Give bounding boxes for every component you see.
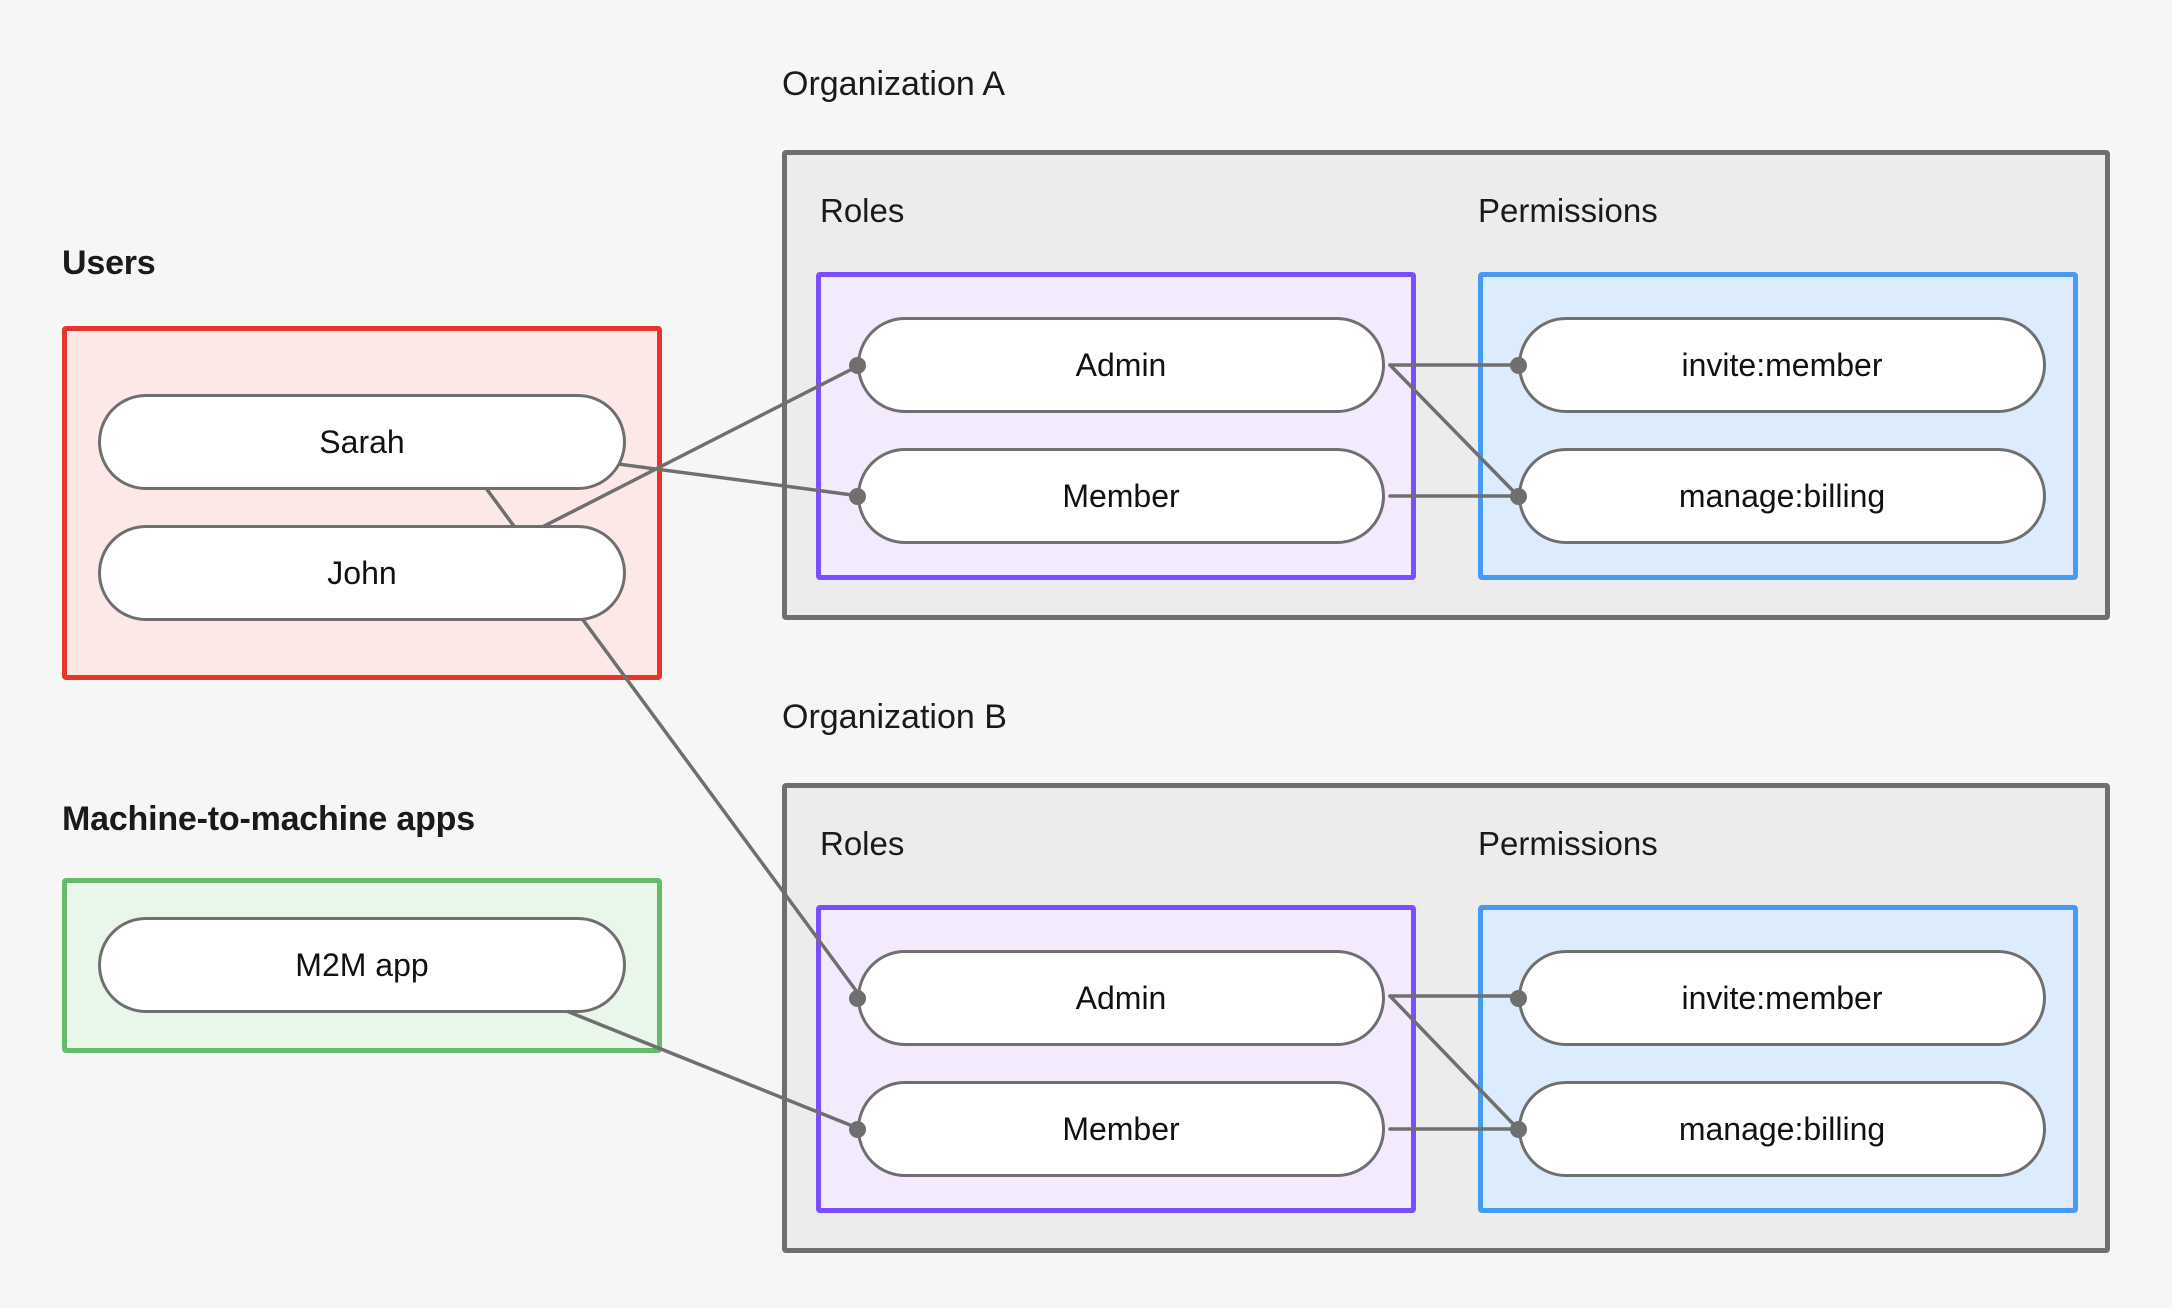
org-a-role-pill-admin[interactable]: Admin [857,317,1385,413]
org-a-permission-pill-manage-billing[interactable]: manage:billing [1518,448,2046,544]
org-b-title: Organization B [782,698,1007,736]
user-pill-sarah[interactable]: Sarah [98,394,626,490]
org-b-permission-pill-invite-member[interactable]: invite:member [1518,950,2046,1046]
org-a-permission-pill-invite-member[interactable]: invite:member [1518,317,2046,413]
users-group-label: Users [62,244,156,282]
org-a-roles-label: Roles [820,192,905,229]
connector-dot-org-b-admin [849,990,866,1007]
m2m-group-label: Machine-to-machine apps [62,800,475,838]
user-pill-john[interactable]: John [98,525,626,621]
org-b-role-pill-member[interactable]: Member [857,1081,1385,1177]
org-a-role-pill-member[interactable]: Member [857,448,1385,544]
connector-dot-org-a-invite [1510,357,1527,374]
org-b-permissions-label: Permissions [1478,825,1658,862]
org-a-permissions-label: Permissions [1478,192,1658,229]
connector-dot-org-a-member [849,488,866,505]
connector-dot-org-b-member [849,1121,866,1138]
connector-dot-org-a-billing [1510,488,1527,505]
m2m-pill-app[interactable]: M2M app [98,917,626,1013]
connector-dot-org-b-invite [1510,990,1527,1007]
org-a-title: Organization A [782,65,1006,103]
users-container [62,326,662,680]
connector-dot-org-a-admin [849,357,866,374]
connector-dot-org-b-billing [1510,1121,1527,1138]
org-b-role-pill-admin[interactable]: Admin [857,950,1385,1046]
org-b-roles-label: Roles [820,825,905,862]
org-b-permission-pill-manage-billing[interactable]: manage:billing [1518,1081,2046,1177]
